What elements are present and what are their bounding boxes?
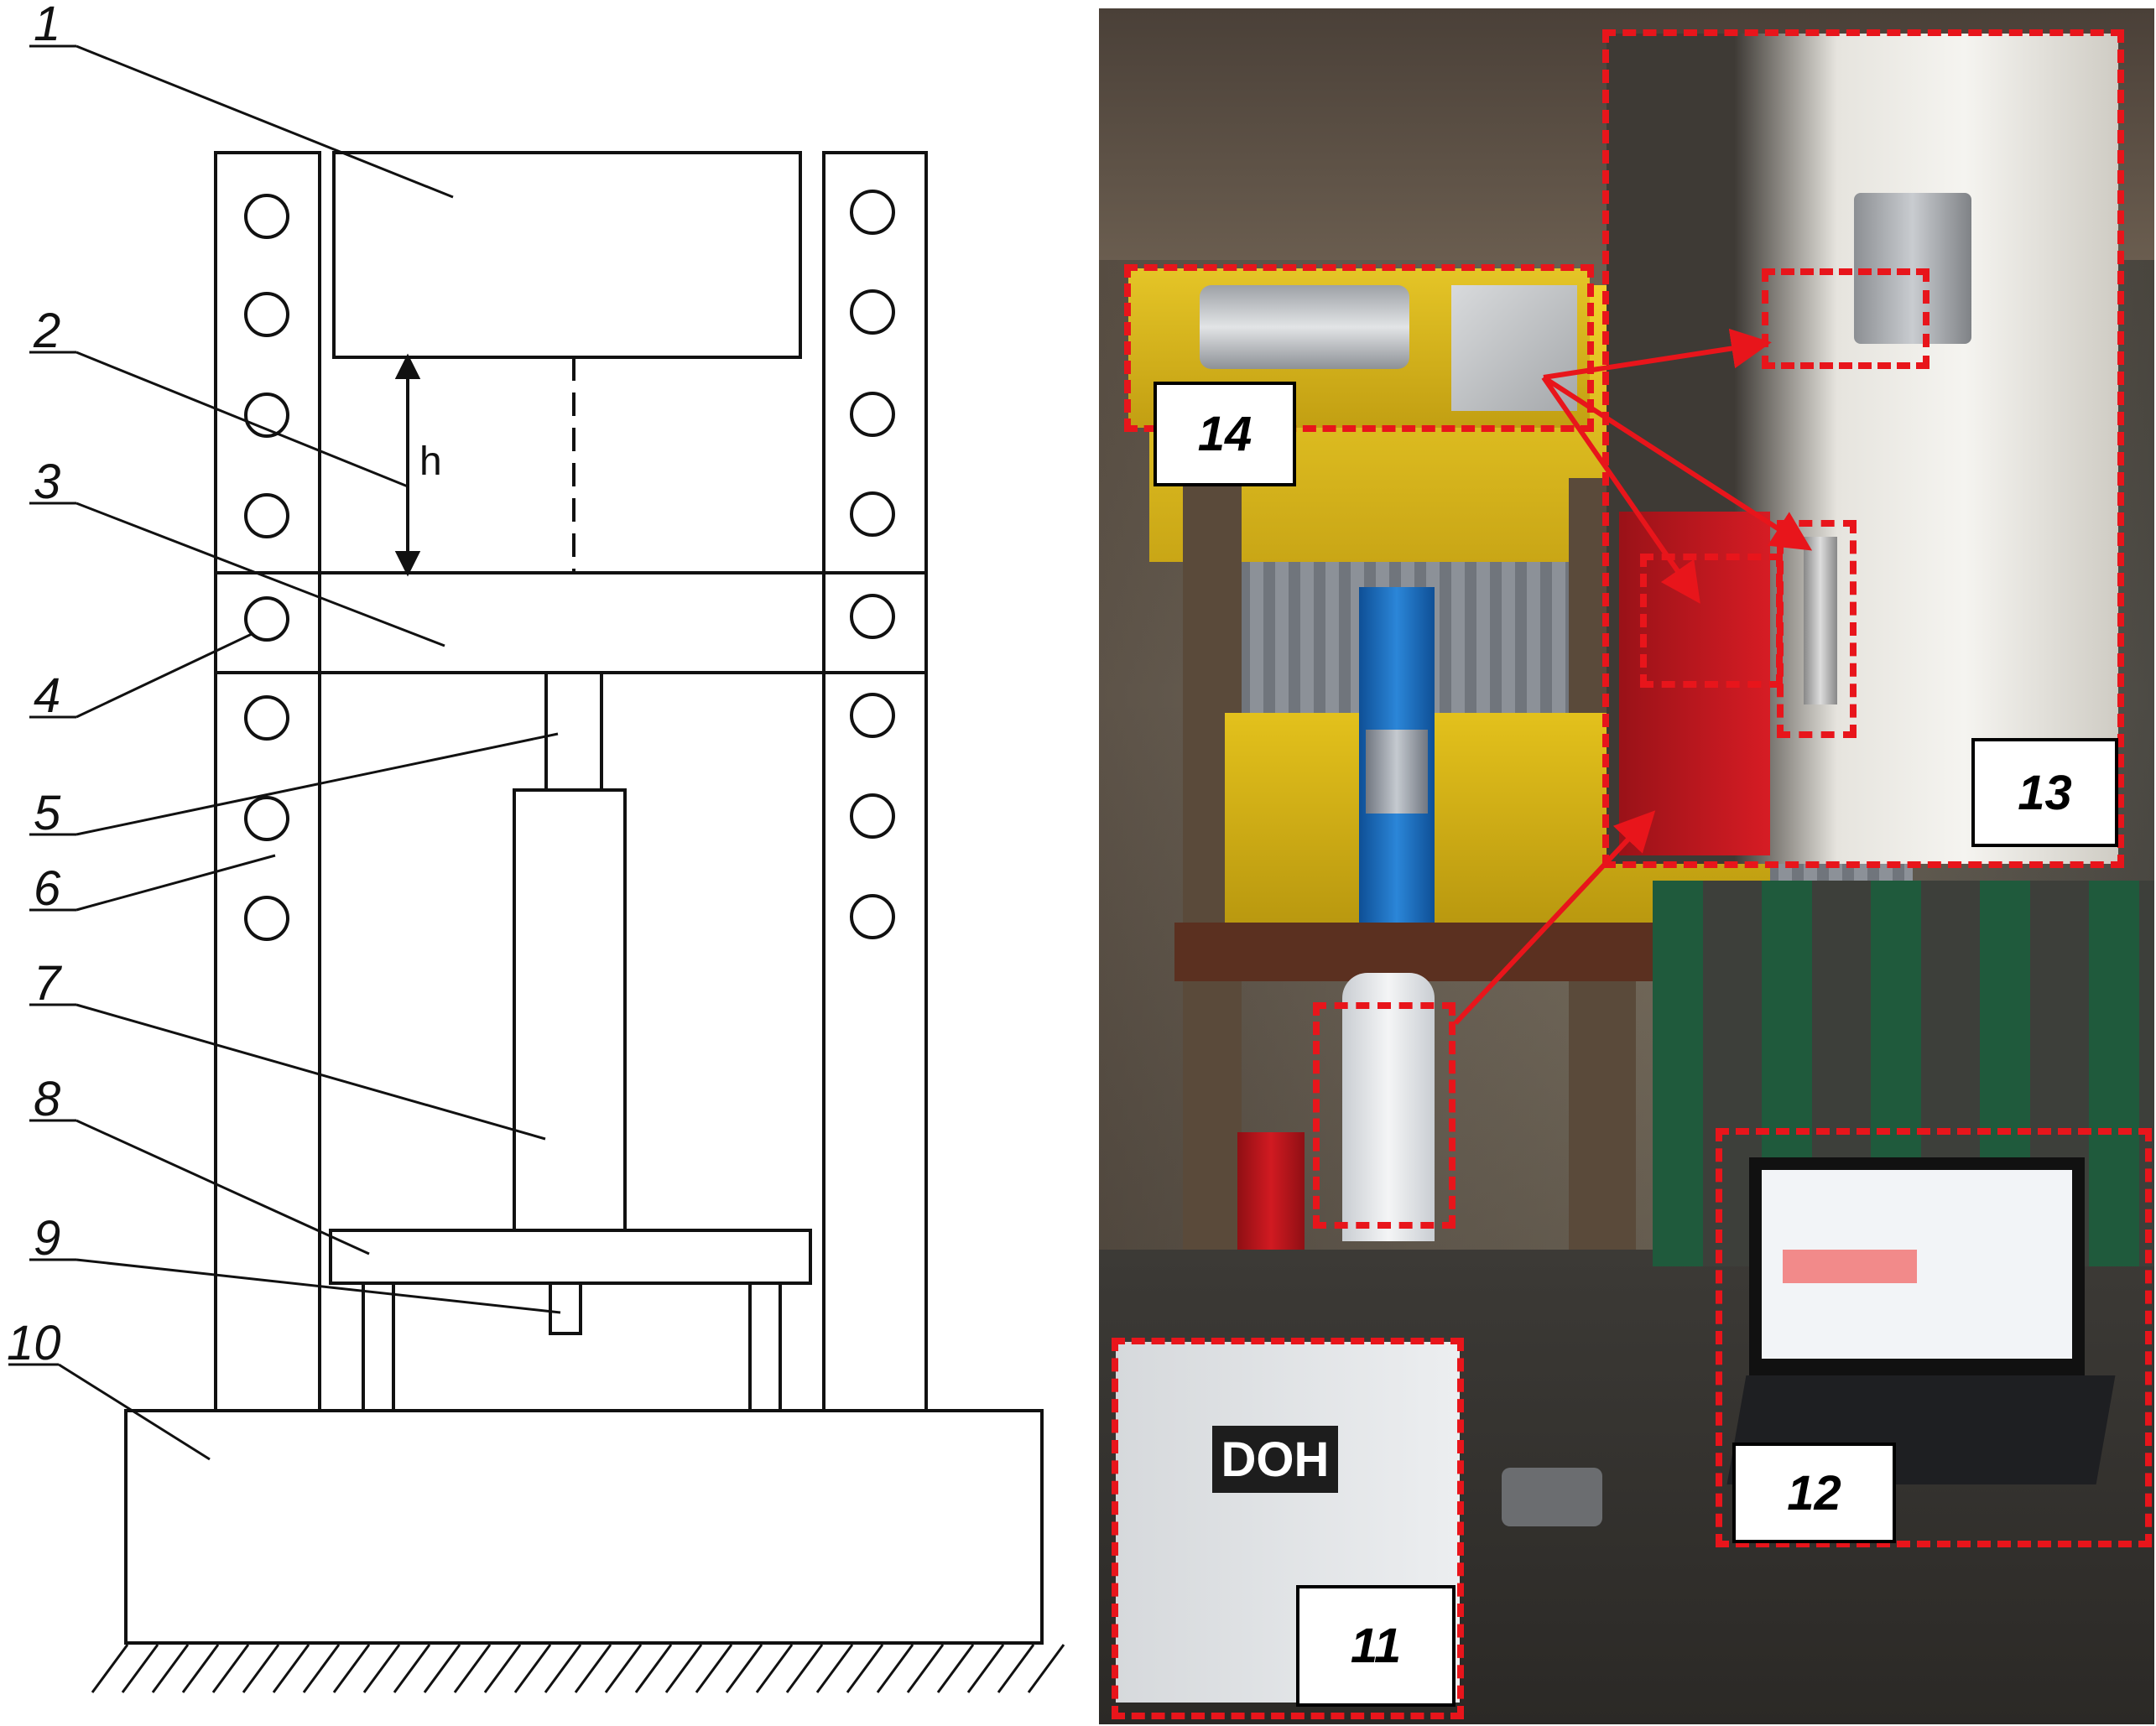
label-7: 7 bbox=[34, 956, 63, 1011]
callout-inset-13-valve-sensor bbox=[1762, 268, 1929, 369]
hatch-stroke bbox=[302, 1644, 341, 1693]
hatch-stroke bbox=[755, 1644, 794, 1693]
leader-lines bbox=[8, 44, 561, 1461]
piston-rod bbox=[544, 671, 603, 792]
hatch-stroke bbox=[664, 1644, 703, 1693]
hatch-stroke bbox=[936, 1644, 975, 1693]
movable-crossbar bbox=[214, 571, 928, 674]
callout-sensor-on-prop bbox=[1313, 1002, 1456, 1229]
white-prop bbox=[1342, 973, 1435, 1241]
inset-13-pressure-sensor bbox=[1804, 537, 1837, 704]
inset-14-transducer bbox=[1200, 285, 1409, 369]
hatch-stroke bbox=[574, 1644, 612, 1693]
callout-inset-13-left-sensor bbox=[1640, 554, 1783, 688]
hatch-stroke bbox=[966, 1644, 1005, 1693]
hatch-stroke bbox=[513, 1644, 552, 1693]
label-6: 6 bbox=[34, 861, 61, 916]
hatch-stroke bbox=[634, 1644, 673, 1693]
hatch-stroke bbox=[423, 1644, 461, 1693]
hatch-stroke bbox=[242, 1644, 280, 1693]
hatch-stroke bbox=[997, 1644, 1035, 1693]
hatch-stroke bbox=[725, 1644, 763, 1693]
hydraulic-prop bbox=[513, 788, 627, 1232]
brand-logo-box: DOH bbox=[1212, 1426, 1338, 1493]
hatch-stroke bbox=[846, 1644, 884, 1693]
sensor-hub bbox=[1502, 1468, 1602, 1526]
hatch-stroke bbox=[332, 1644, 371, 1693]
hatch-stroke bbox=[876, 1644, 914, 1693]
hatch-stroke bbox=[785, 1644, 824, 1693]
press-stand-schematic: h 1 2 3 4 5 6 7 8 9 10 bbox=[7, 0, 1065, 1693]
callout-box-11 bbox=[1112, 1338, 1464, 1719]
laptop-graph-bar bbox=[1783, 1250, 1917, 1283]
hatch-stroke bbox=[181, 1644, 220, 1693]
label-9: 9 bbox=[34, 1211, 60, 1266]
hatch-stroke bbox=[815, 1644, 854, 1693]
hatch-stroke bbox=[544, 1644, 582, 1693]
label-3: 3 bbox=[34, 455, 60, 509]
label-5: 5 bbox=[34, 786, 61, 840]
hatch-stroke bbox=[151, 1644, 190, 1693]
callout-box-12 bbox=[1716, 1128, 2152, 1547]
hatch-stroke bbox=[211, 1644, 250, 1693]
right-column bbox=[822, 151, 928, 1412]
hatch-stroke bbox=[483, 1644, 522, 1693]
height-symbol: h bbox=[419, 439, 442, 484]
hatch-stroke bbox=[906, 1644, 945, 1693]
hatch-stroke bbox=[91, 1644, 129, 1693]
part-numbers: 1 2 3 4 5 6 7 8 9 10 bbox=[7, 0, 63, 1370]
label-1: 1 bbox=[34, 0, 60, 51]
foundation-base bbox=[124, 1409, 1044, 1645]
tag-14: 14 bbox=[1154, 382, 1296, 486]
label-4: 4 bbox=[34, 668, 60, 723]
load-sensor bbox=[549, 1282, 582, 1335]
left-column bbox=[214, 151, 321, 1412]
platform-leg-left bbox=[362, 1282, 395, 1412]
platform-leg-right bbox=[748, 1282, 782, 1412]
label-8: 8 bbox=[34, 1072, 60, 1126]
tag-13: 13 bbox=[1971, 738, 2118, 847]
height-dimension bbox=[394, 353, 421, 577]
callout-inset-13-right-sensor bbox=[1777, 520, 1857, 738]
hatch-stroke bbox=[453, 1644, 492, 1693]
steel-rod bbox=[1366, 730, 1428, 814]
tag-11: 11 bbox=[1296, 1585, 1456, 1707]
hatch-stroke bbox=[362, 1644, 401, 1693]
hatch-stroke bbox=[393, 1644, 431, 1693]
hatch-stroke bbox=[272, 1644, 310, 1693]
hatch-stroke bbox=[121, 1644, 159, 1693]
pin-holes bbox=[244, 190, 895, 941]
upper-crosshead bbox=[332, 151, 802, 359]
tag-12: 12 bbox=[1732, 1443, 1896, 1543]
test-stand-photo: DOH 14 13 12 11 bbox=[1099, 8, 2154, 1724]
hatch-stroke bbox=[695, 1644, 733, 1693]
label-10: 10 bbox=[7, 1316, 61, 1370]
label-2: 2 bbox=[33, 304, 60, 358]
hatch-stroke bbox=[1027, 1644, 1065, 1693]
hatch-stroke bbox=[604, 1644, 643, 1693]
support-platform bbox=[329, 1229, 812, 1285]
